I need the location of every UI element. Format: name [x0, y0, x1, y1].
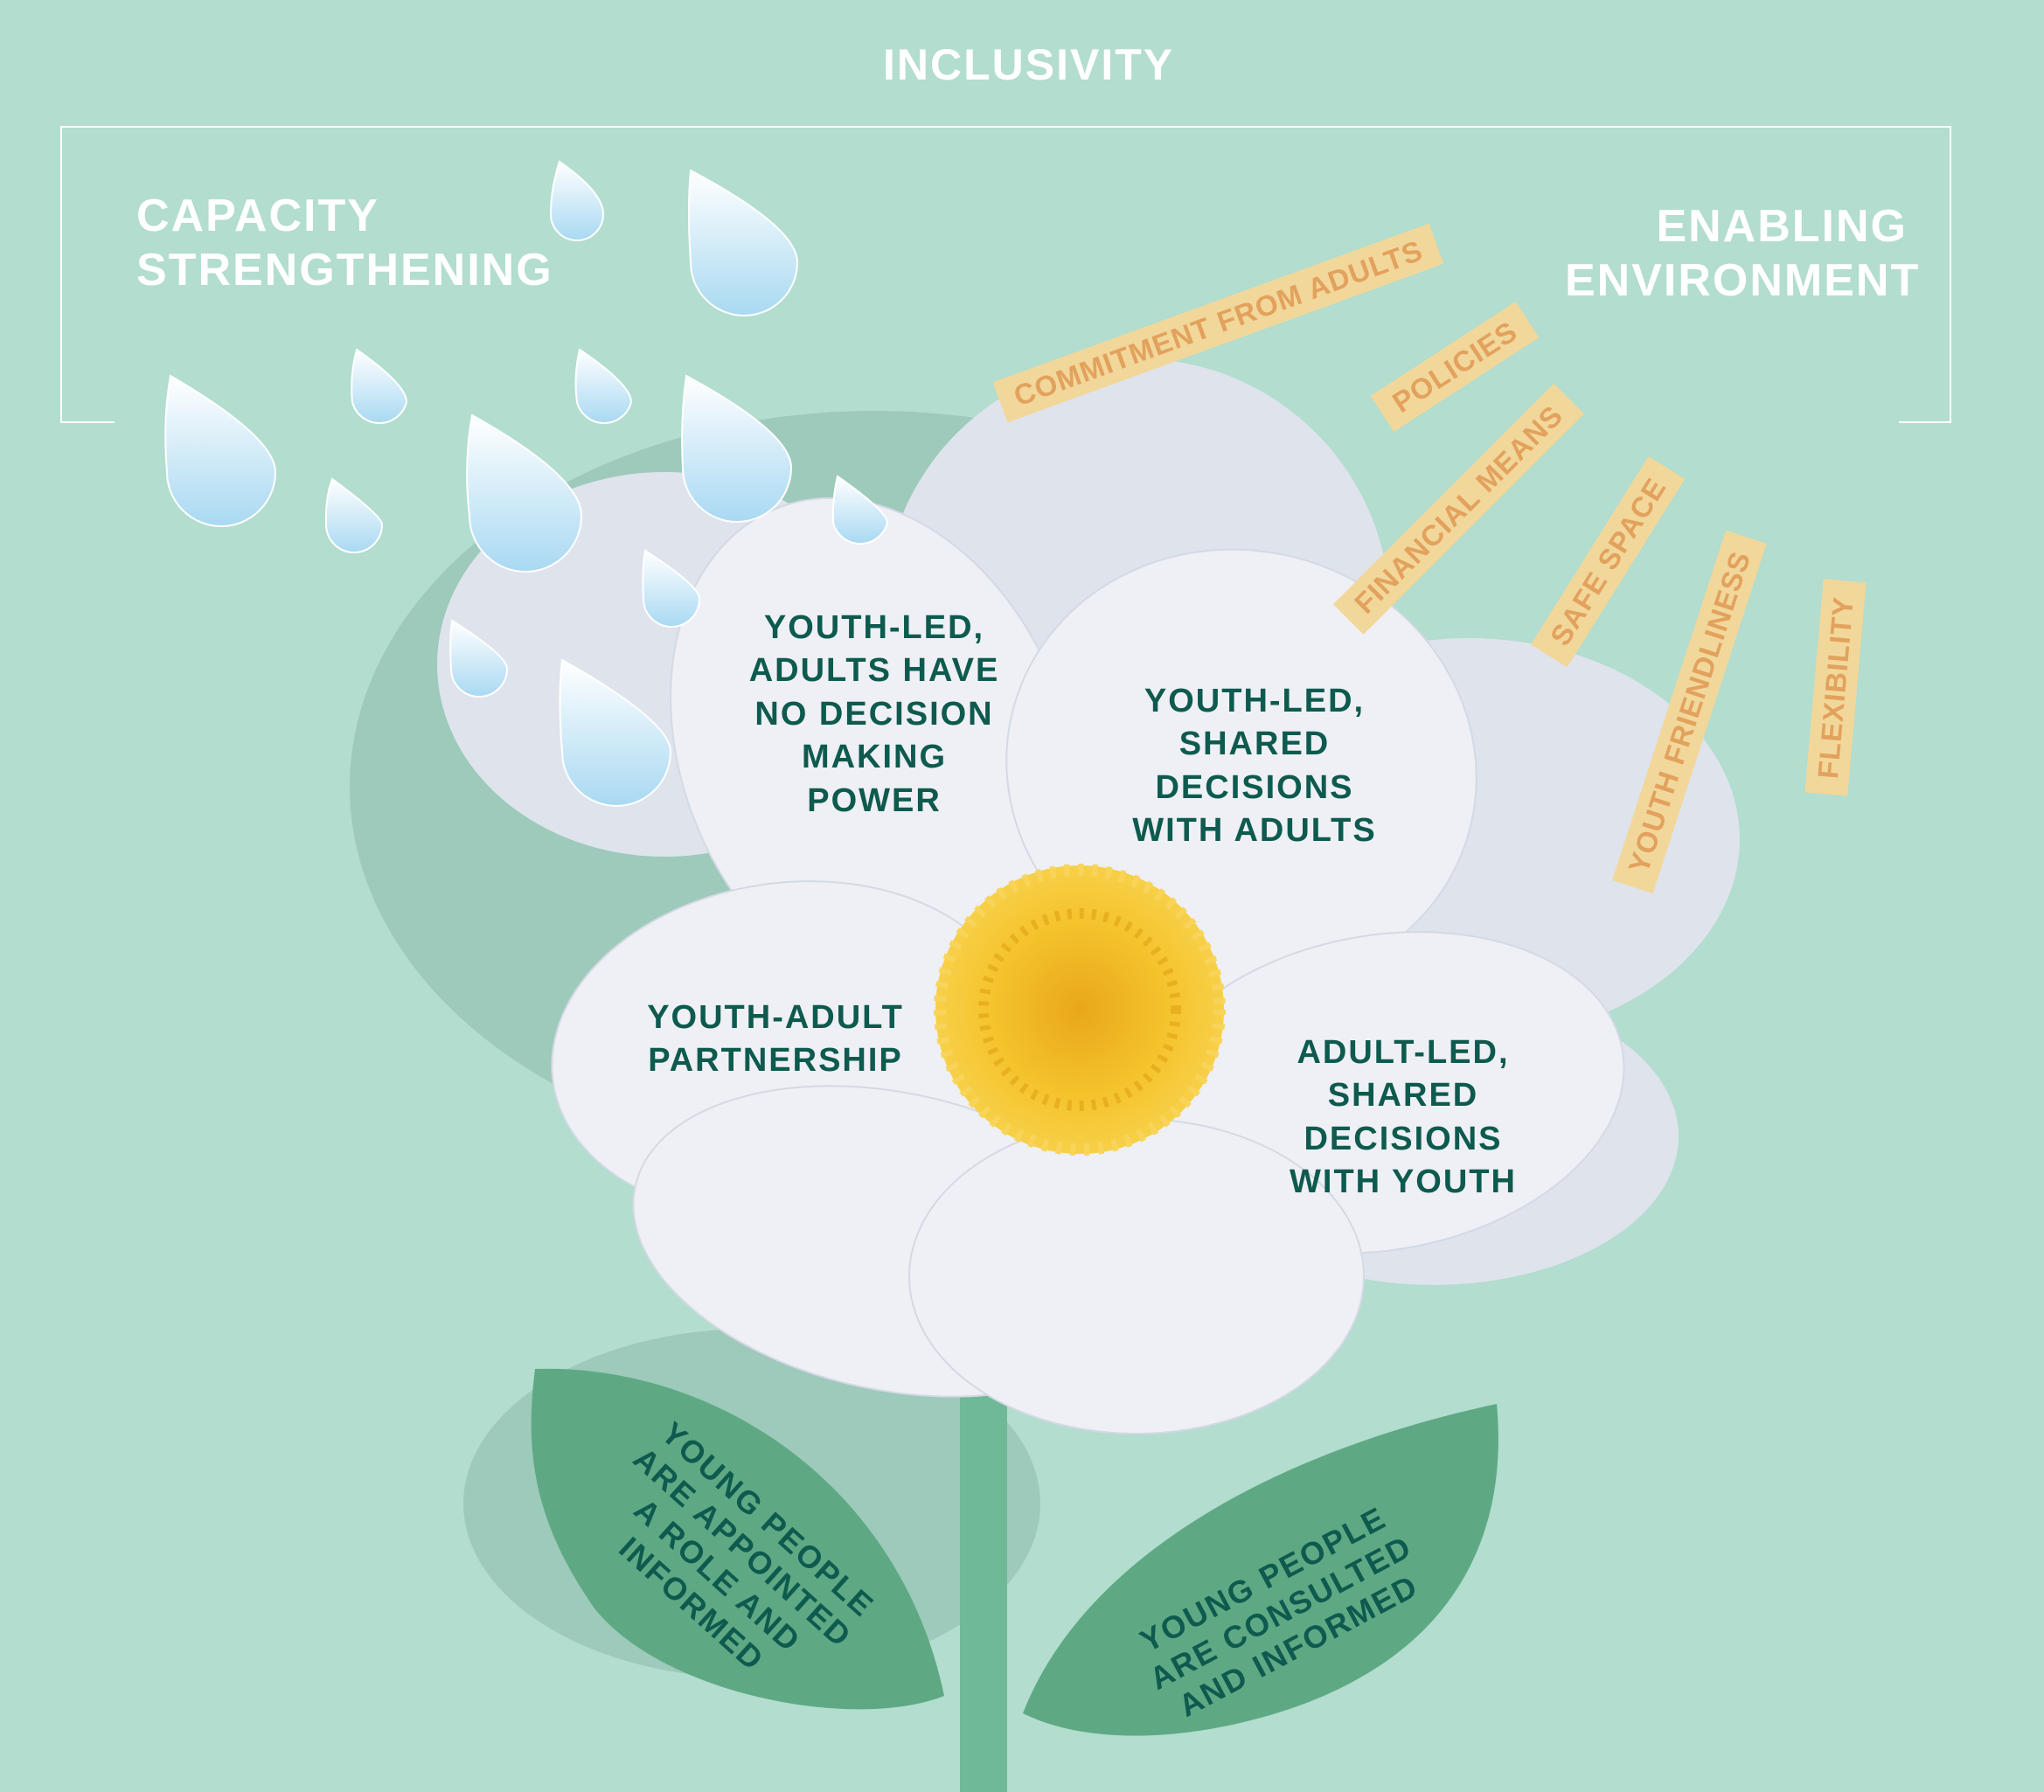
frame-bottom-left-line [60, 421, 115, 423]
raindrops [164, 160, 889, 807]
raindrop [164, 374, 277, 527]
frame-right-line [1950, 126, 1951, 423]
raindrop [466, 413, 583, 573]
raindrop [831, 475, 889, 545]
raindrop [642, 549, 701, 628]
frame-bottom-right-line [1899, 421, 1951, 423]
frame-left-line [60, 126, 62, 423]
raindrop [324, 477, 384, 553]
petal-label-youth-adult-partnership: YOUTH-ADULT PARTNERSHIP [647, 999, 904, 1080]
raindrop [351, 348, 408, 425]
frame-top-line [61, 126, 1951, 128]
petal-label-youth-led-no-adult-power: YOUTH-LED, ADULTS HAVE NO DECISION MAKIN… [748, 609, 1000, 819]
flower-stem [960, 1381, 1007, 1792]
left-leaf [531, 1368, 944, 1710]
raindrop [559, 658, 672, 807]
capacity-strengthening-heading: CAPACITY STRENGTHENING [136, 191, 553, 296]
raindrop [681, 374, 793, 523]
raindrop [449, 619, 509, 698]
petal-label-youth-led-shared: YOUTH-LED, SHARED DECISIONS WITH ADULTS [1132, 683, 1377, 850]
raindrop [574, 348, 633, 425]
right-leaf [1023, 1404, 1498, 1736]
front-petals [551, 497, 1625, 1434]
raindrop [688, 169, 799, 316]
flower-center [934, 864, 1226, 1156]
raindrop [549, 160, 605, 241]
inclusivity-heading: INCLUSIVITY [883, 40, 1175, 89]
petal-label-adult-led-shared: ADULT-LED, SHARED DECISIONS WITH YOUTH [1290, 1034, 1517, 1201]
enabling-environment-heading: ENABLING ENVIRONMENT [1565, 201, 1921, 307]
